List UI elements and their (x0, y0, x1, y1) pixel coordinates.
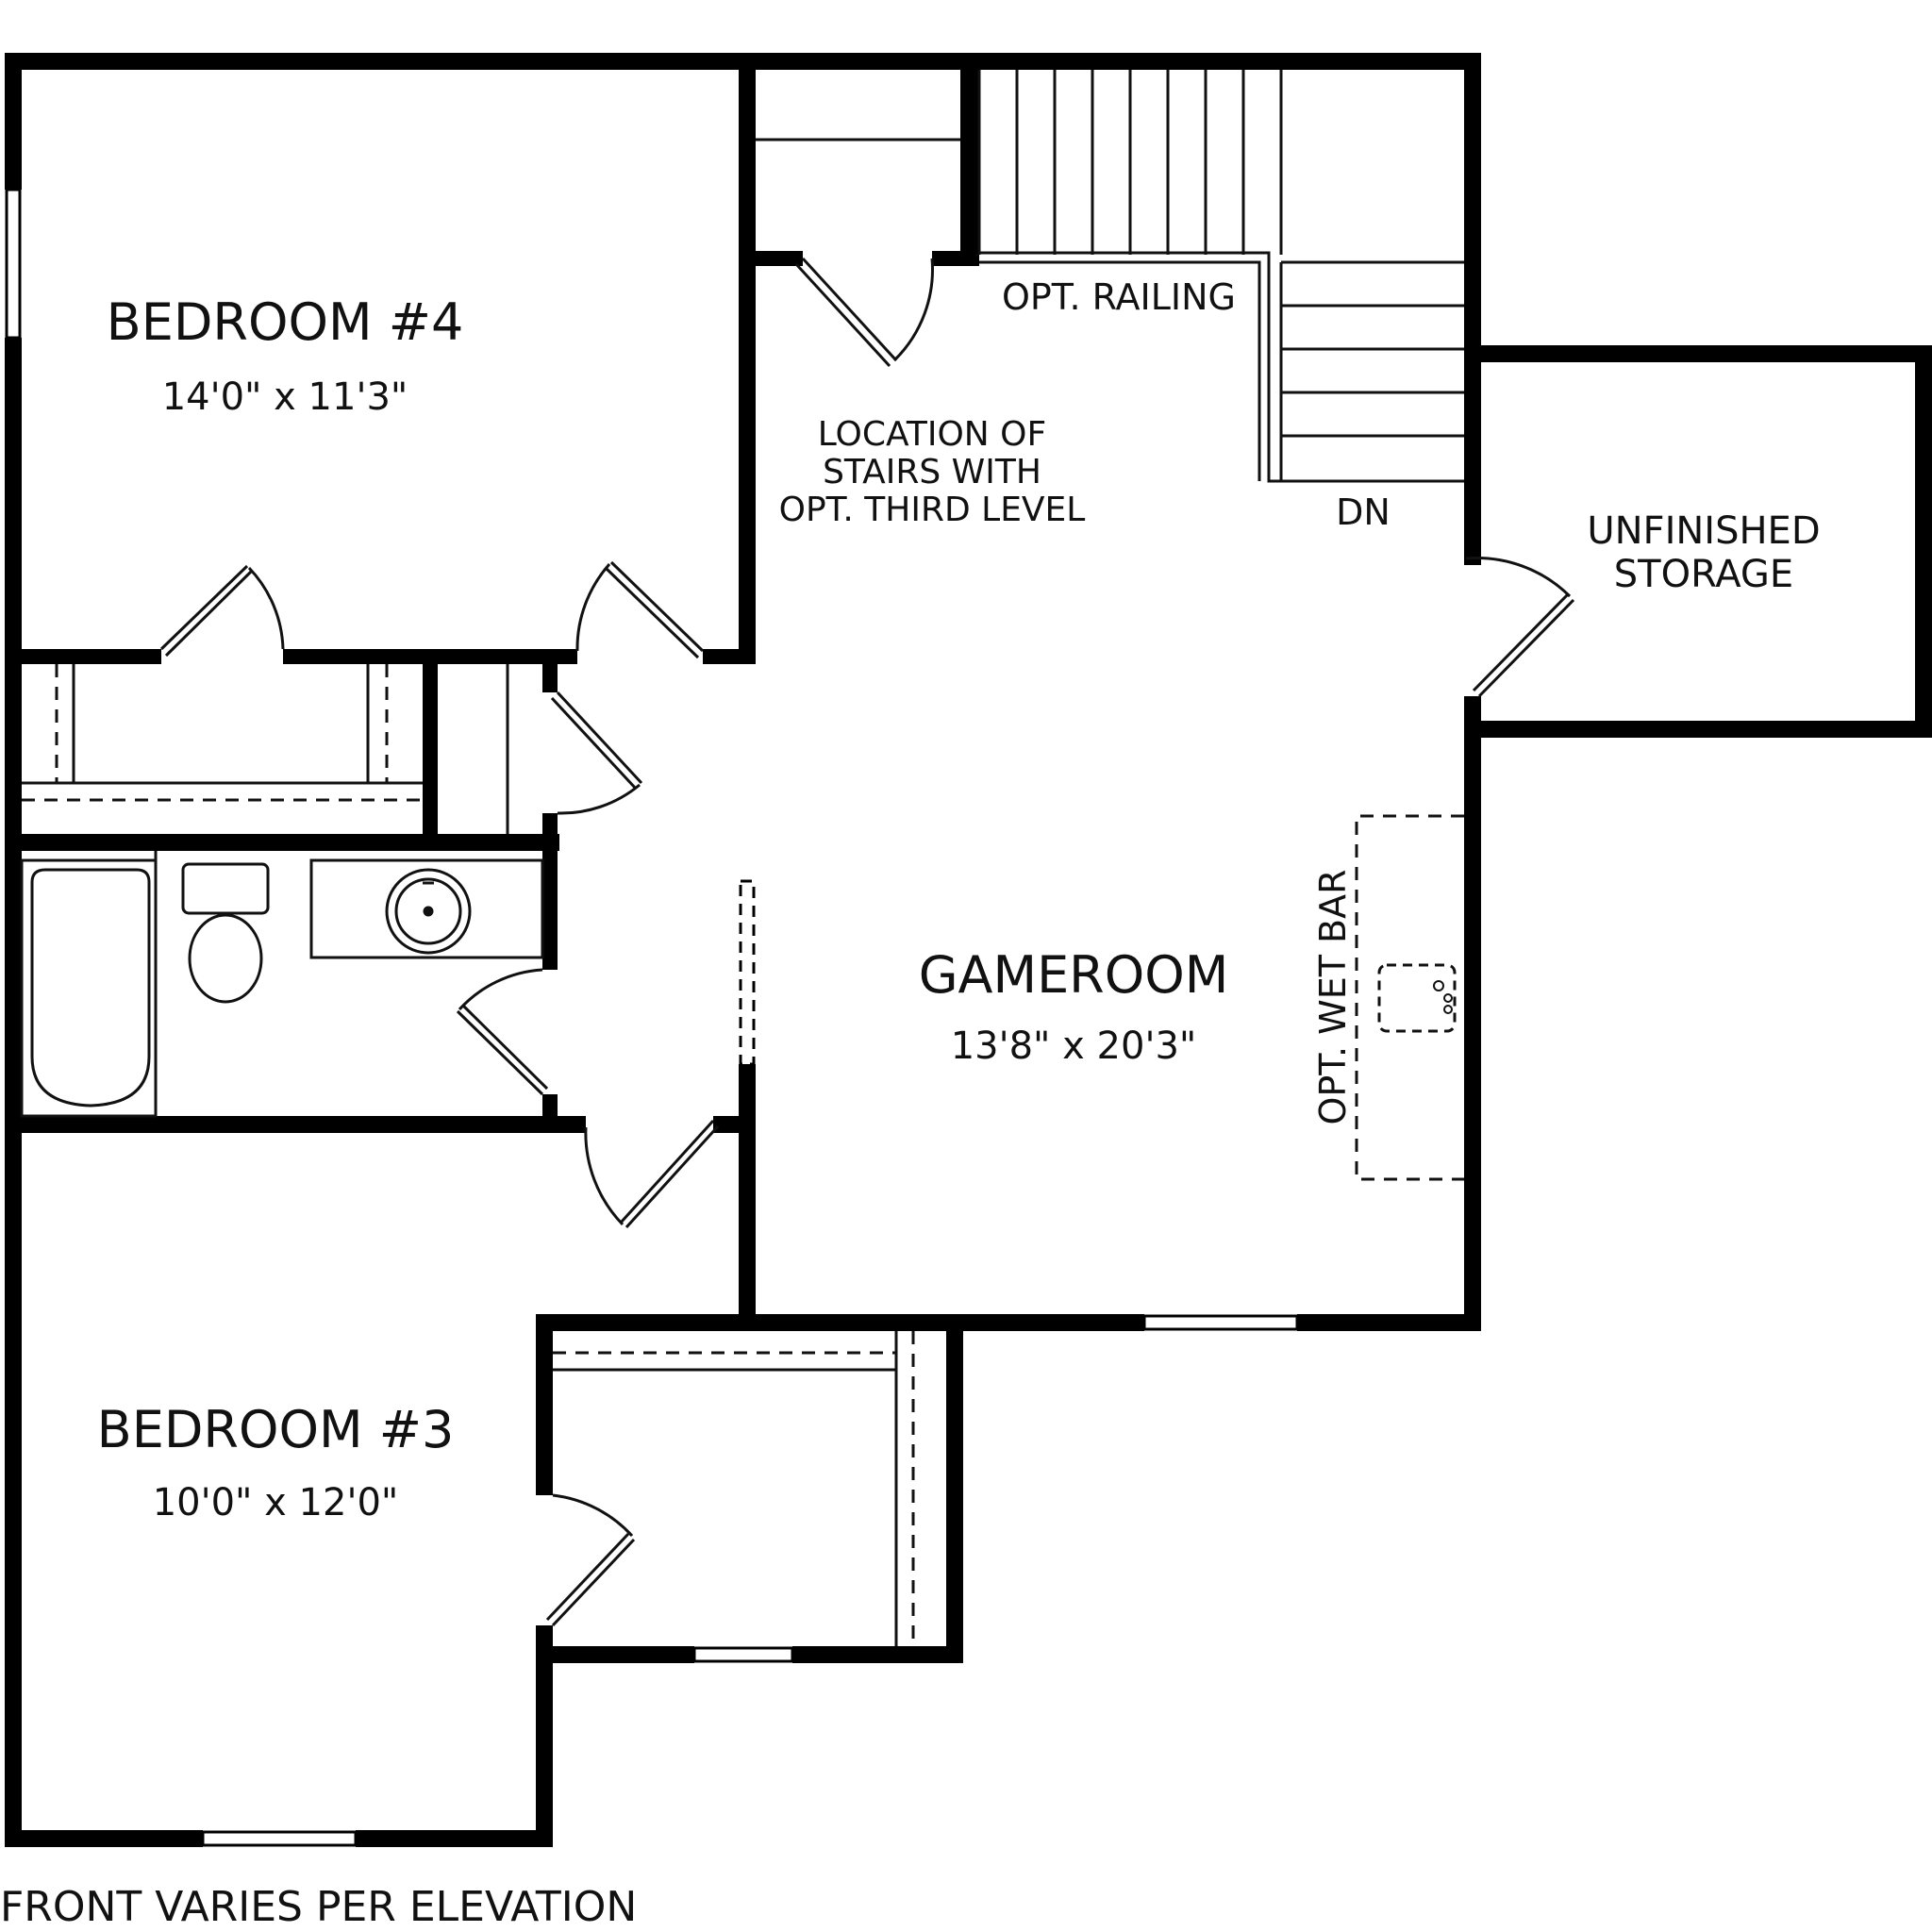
bathtub (20, 858, 158, 1118)
stairs (756, 70, 1464, 483)
sink-inner (394, 877, 462, 945)
sink-outer (385, 868, 472, 955)
footer-note: FRONT VARIES PER ELEVATION (0, 1883, 637, 1931)
windows (5, 188, 1299, 1847)
railing-note: OPT. RAILING (1002, 276, 1236, 318)
bathroom-fixtures (20, 851, 544, 1118)
toilet-tank (181, 862, 270, 915)
door-bedroom3-closet (545, 1493, 636, 1627)
bedroom4-name: BEDROOM #4 (107, 292, 464, 352)
stairs-note-1: LOCATION OF (818, 415, 1046, 454)
door-stair-closet (794, 257, 934, 368)
labels: BEDROOM #4 14'0" x 11'3" BEDROOM #3 10'0… (0, 276, 1821, 1931)
gameroom-dims: 13'8" x 20'3" (951, 1024, 1197, 1068)
wet-bar-sink (1377, 963, 1457, 1033)
stairs-note-2: STAIRS WITH (823, 453, 1041, 491)
gameroom-name: GAMEROOM (919, 945, 1229, 1005)
sink-drain (423, 906, 434, 917)
bedroom4-dims: 14'0" x 11'3" (162, 375, 408, 419)
window-bedroom3-bottom (201, 1830, 358, 1847)
stairs-note-3: OPT. THIRD LEVEL (779, 491, 1086, 529)
bathtub-basin (30, 868, 151, 1108)
wet-bar (1355, 814, 1464, 1181)
window-bedroom4 (5, 188, 22, 340)
closet-shelves (22, 664, 915, 1646)
bedroom3-name: BEDROOM #3 (97, 1400, 455, 1459)
opening-gameroom-side (739, 879, 756, 1066)
doors (159, 257, 1575, 1627)
bedroom3-dims: 10'0" x 12'0" (153, 1481, 399, 1524)
door-bathroom (456, 968, 549, 1096)
door-storage (1465, 557, 1575, 698)
door-linen-closet (550, 691, 643, 815)
walls (5, 53, 1932, 1847)
door-bedroom3-entry (584, 1119, 720, 1229)
door-bedroom4-closet (159, 564, 285, 658)
window-closet-bottom (692, 1646, 794, 1663)
door-bedroom4-entry (575, 560, 705, 659)
vanity (309, 858, 544, 959)
window-gameroom-bottom (1142, 1314, 1299, 1331)
wet-bar-label: OPT. WET BAR (1312, 869, 1354, 1124)
toilet-bowl (188, 913, 263, 1004)
stairs-down-label: DN (1336, 491, 1391, 533)
storage-label-2: STORAGE (1614, 553, 1793, 596)
storage-label-1: UNFINISHED (1587, 509, 1820, 553)
